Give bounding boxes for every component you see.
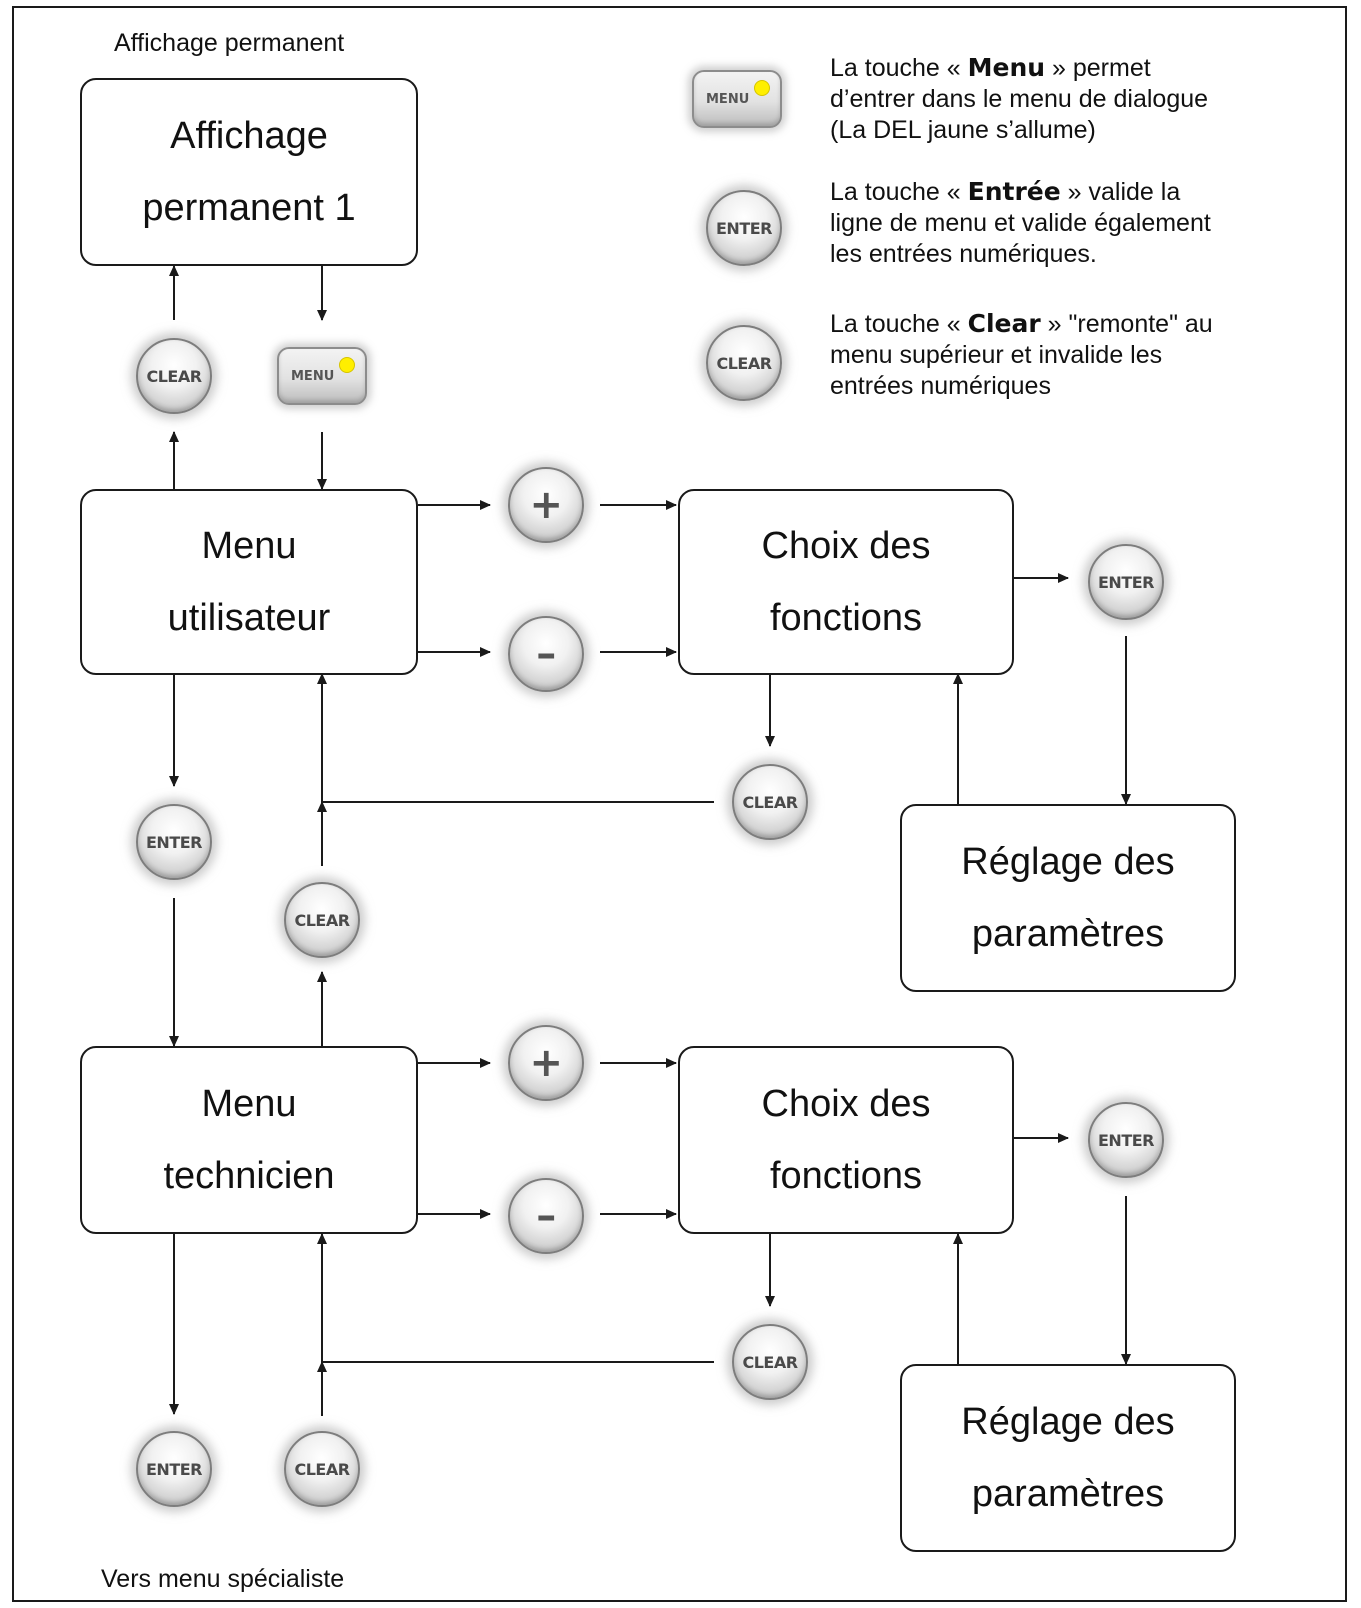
box-label-line-2: paramètres [971,913,1165,955]
box-label-line-1: Choix des [761,1083,931,1125]
plus-key-icon: + [508,1025,584,1101]
box-label-line-1: Menu [201,1083,297,1125]
box-label-line-2: technicien [163,1155,335,1197]
legend-menu-key-icon: MENU [692,70,782,128]
user-menu-box: Menu utilisateur [80,489,418,675]
bottom-caption: Vers menu spécialiste [101,1565,345,1593]
enter-key-icon: ENTER [136,1431,212,1507]
legend-menu-keyword: Menu [967,53,1046,82]
legend-clear-line-3: entrées numériques [830,372,1051,400]
legend-enter-line-3: les entrées numériques. [830,240,1097,268]
parameter-settings-box-2: Réglage des paramètres [900,1364,1236,1552]
enter-key-icon: ENTER [136,804,212,880]
legend-enter-line-2: ligne de menu et valide également [830,209,1211,237]
enter-key-icon: ENTER [1088,1102,1164,1178]
legend-clear-line-2: menu supérieur et invalide les [830,341,1163,369]
box-label-line-2: paramètres [971,1473,1165,1515]
legend-clear-key-icon: CLEAR [706,325,782,401]
parameter-settings-box-1: Réglage des paramètres [900,804,1236,992]
legend-enter-key-icon: ENTER [706,190,782,266]
box-label-line-1: Affichage [170,115,328,157]
legend-menu-line-2: d’entrer dans le menu de dialogue [830,85,1209,113]
enter-key-icon: ENTER [1088,544,1164,620]
legend-clear-text: La touche « Clear » "remonte" au menu su… [830,308,1213,402]
box-label-line-1: Choix des [761,525,931,567]
menu-key-icon: MENU [277,347,367,405]
function-choice-box-1: Choix des fonctions [678,489,1014,675]
minus-key-icon: – [508,616,584,692]
legend-menu-line-3: (La DEL jaune s’allume) [830,116,1096,144]
clear-key-icon: CLEAR [284,1431,360,1507]
legend-clear-keyword: Clear [967,309,1041,338]
legend-enter-line-1: La touche « Entrée » valide la [830,177,1181,206]
yellow-led-icon [754,80,770,96]
outer-frame [12,6,1347,1602]
top-caption: Affichage permanent [114,29,345,57]
legend-menu-line-1: La touche « Menu » permet [830,53,1151,82]
clear-key-icon: CLEAR [136,338,212,414]
box-label-line-2: fonctions [769,597,923,639]
menu-key-label: MENU [291,369,335,384]
clear-key-icon: CLEAR [732,764,808,840]
plus-key-icon: + [508,467,584,543]
minus-key-icon: – [508,1178,584,1254]
box-label-line-2: fonctions [769,1155,923,1197]
yellow-led-icon [339,357,355,373]
box-label-line-2: permanent 1 [142,187,356,229]
tech-menu-box: Menu technicien [80,1046,418,1234]
function-choice-box-2: Choix des fonctions [678,1046,1014,1234]
clear-key-icon: CLEAR [732,1324,808,1400]
clear-key-icon: CLEAR [284,882,360,958]
box-label-line-1: Réglage des [961,841,1175,883]
box-label-line-1: Menu [201,525,297,567]
legend-menu-text: La touche « Menu » permet d’entrer dans … [830,52,1208,146]
legend-enter-keyword: Entrée [967,177,1061,206]
box-label-line-1: Réglage des [961,1401,1175,1443]
legend-clear-line-1: La touche « Clear » "remonte" au [830,309,1213,338]
menu-key-label: MENU [706,92,750,107]
permanent-display-box: Affichage permanent 1 [80,78,418,266]
box-label-line-2: utilisateur [167,597,331,639]
legend-enter-text: La touche « Entrée » valide la ligne de … [830,176,1211,270]
